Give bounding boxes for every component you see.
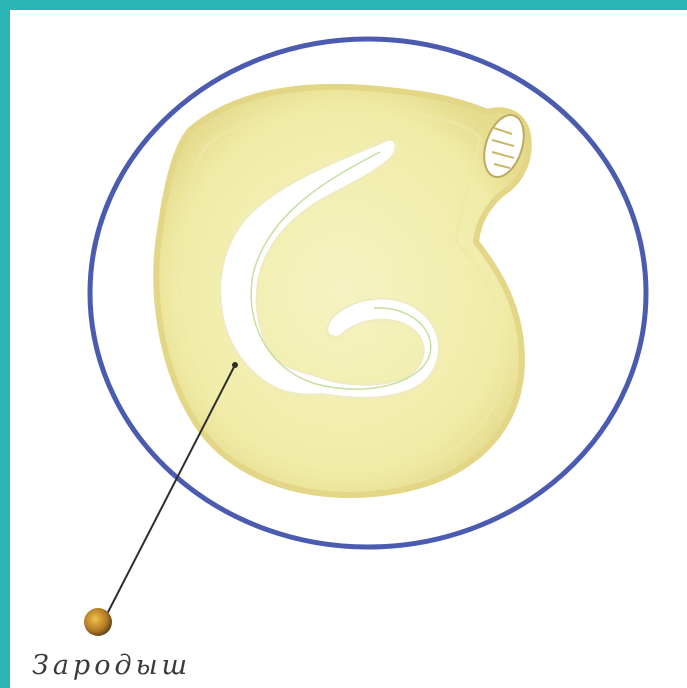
diagram-frame: Зародыш (10, 10, 687, 688)
seed-diagram (10, 10, 687, 688)
leader-target-dot (232, 362, 238, 368)
label-marker (84, 608, 112, 636)
leader-line (105, 365, 235, 618)
embryo-label: Зародыш (32, 650, 191, 681)
